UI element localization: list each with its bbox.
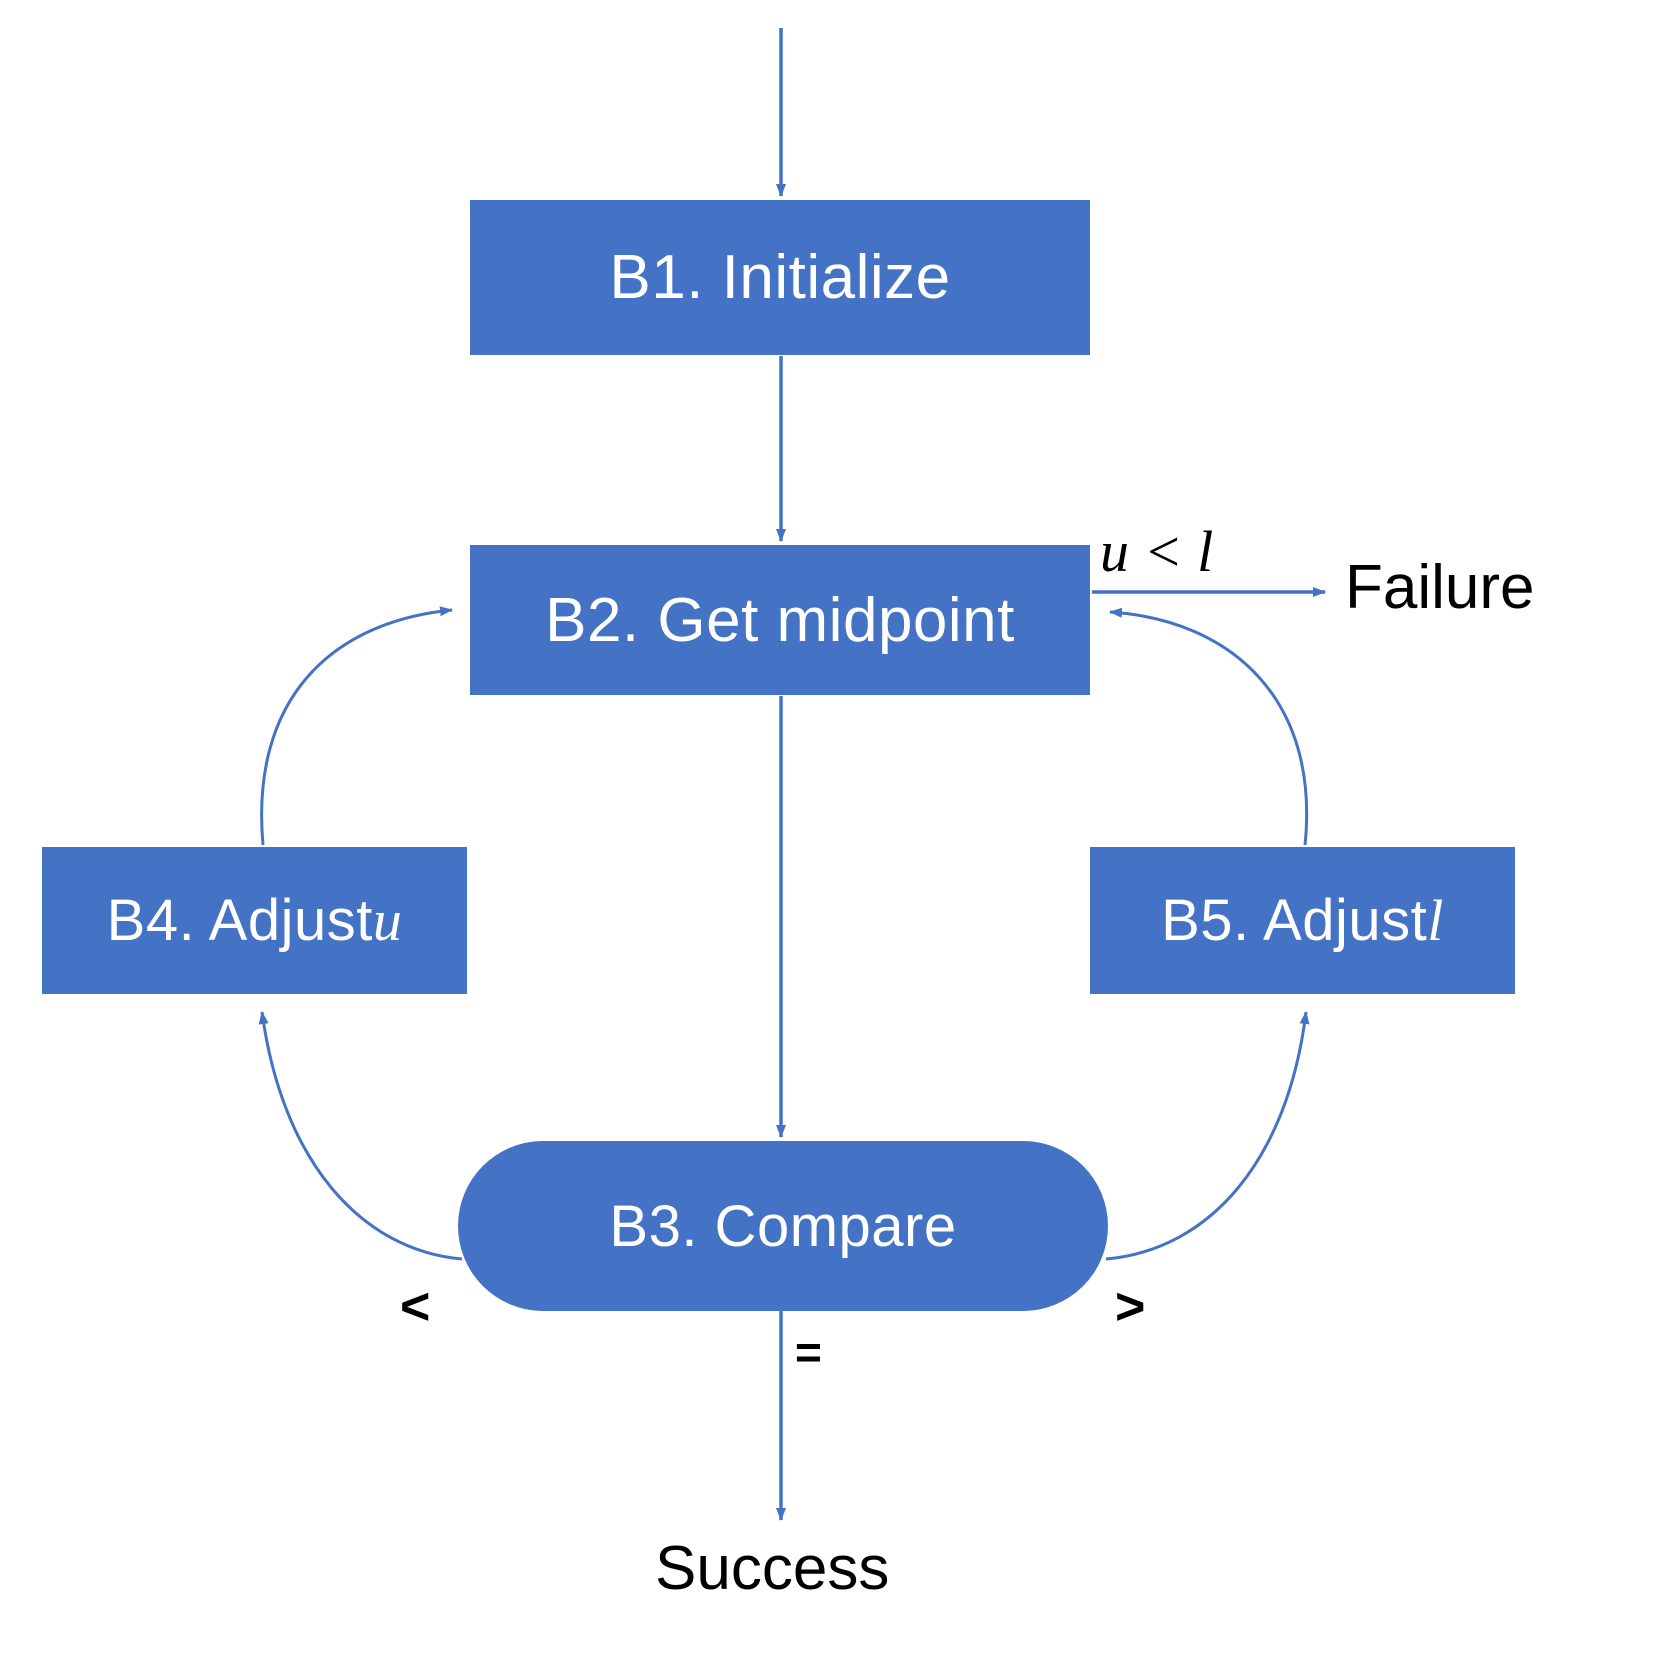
node-b5-label-variable: l: [1427, 888, 1444, 953]
node-b4-label-variable: u: [372, 888, 403, 953]
node-b2-get-midpoint[interactable]: B2. Get midpoint: [470, 545, 1090, 695]
node-b1-initialize[interactable]: B1. Initialize: [470, 200, 1090, 355]
node-b4-label-prefix: B4. Adjust: [106, 888, 373, 953]
edge-b3-to-b5: [1105, 1011, 1310, 1261]
edge-label-equals: =: [795, 1326, 822, 1378]
edge-label-u-less-than-l: u < l: [1100, 519, 1214, 584]
node-b5-label-prefix: B5. Adjust: [1161, 888, 1428, 953]
edge-b5-to-b2: [1109, 607, 1308, 846]
node-b2-label: B2. Get midpoint: [545, 585, 1015, 655]
edge-label-greater-than: >: [1115, 1278, 1146, 1336]
edge-b3-to-b4: [258, 1011, 463, 1261]
node-b3-label: B3. Compare: [609, 1193, 957, 1259]
node-b3-compare[interactable]: B3. Compare: [458, 1141, 1108, 1311]
node-b1-label: B1. Initialize: [609, 243, 951, 312]
terminal-failure: Failure: [1345, 553, 1535, 622]
node-b4-adjust-u[interactable]: B4. Adjust u: [42, 847, 467, 994]
node-b5-adjust-l[interactable]: B5. Adjust l: [1090, 847, 1515, 994]
edge-b4-to-b2: [260, 606, 453, 846]
edge-label-less-than: <: [400, 1278, 431, 1336]
terminal-success: Success: [655, 1534, 890, 1603]
